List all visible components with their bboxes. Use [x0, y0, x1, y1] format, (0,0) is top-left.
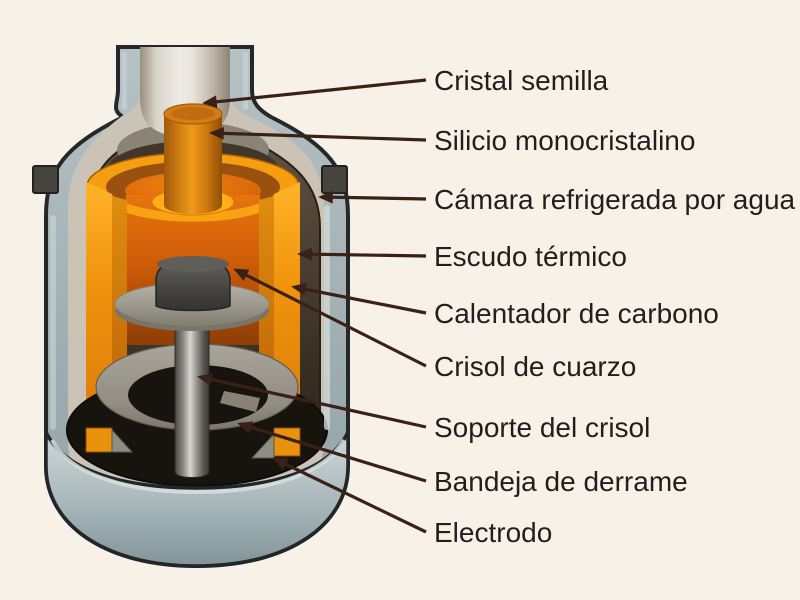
leader-line-escudo-termico [297, 247, 427, 261]
label-crisol-de-cuarzo: Crisol de cuarzo [434, 351, 636, 382]
electrode-shaft [174, 319, 210, 478]
neck-highlight-right [243, 52, 248, 110]
leader-line-cristal-semilla [202, 78, 427, 109]
label-silicio-monocristalino: Silicio monocristalino [434, 125, 695, 156]
leader-line-bandeja-de-derrame [237, 421, 427, 483]
wall-highlight-left [50, 215, 56, 430]
spill-tray-step [220, 391, 260, 412]
vessel-base-rim-highlight [50, 438, 346, 495]
mount-tab-right [321, 165, 348, 194]
mount-tab-left [32, 165, 59, 194]
leader-line-soporte-del-crisol [197, 373, 427, 429]
leader-line-silicio-monocristalino [209, 127, 427, 142]
vessel-base [44, 431, 350, 568]
neck-highlight-left [122, 52, 127, 110]
heater-bracket-right [250, 432, 275, 459]
seed-crystal-top-face [171, 107, 215, 120]
label-cristal-semilla: Cristal semilla [434, 65, 609, 96]
silicon-ingot [164, 114, 222, 214]
leader-line-calentador-de-carbono [291, 283, 427, 315]
heater-stub-left [85, 427, 113, 453]
label-escudo-termico: Escudo térmico [434, 241, 627, 272]
label-calentador-de-carbono: Calentador de carbono [434, 298, 719, 329]
label-camara-refrigerada-por-agua: Cámara refrigerada por agua [434, 184, 796, 215]
leader-line-crisol-de-cuarzo [233, 268, 427, 368]
label-bandeja-de-derrame: Bandeja de derrame [434, 466, 688, 497]
leader-line-electrodo [272, 457, 427, 534]
leader-line-camara-refrigerada-por-agua [318, 190, 427, 204]
heater-bracket-left [111, 428, 134, 453]
label-electrodo: Electrodo [434, 517, 552, 548]
label-soporte-del-crisol: Soporte del crisol [434, 412, 650, 443]
susceptor-cap-top [157, 256, 229, 272]
